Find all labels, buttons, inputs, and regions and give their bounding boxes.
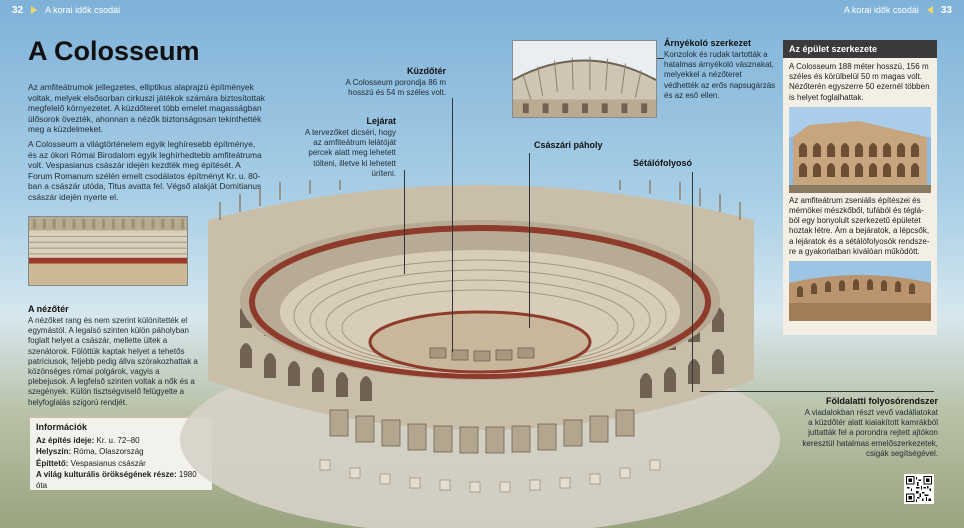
structure-sidebar: Az épület szerkezete A Colosseum 188 mét… (783, 40, 937, 335)
callout-heading: Földalatti folyosórendszer (825, 396, 938, 406)
page-number-left: 32 (12, 4, 24, 16)
info-label: Az építés ideje: (36, 436, 95, 446)
leader-line (654, 58, 664, 59)
info-value: Vespasianus császár (70, 458, 146, 468)
nezoter-section: A nézőtér A nézőket rang és nem szerint … (28, 304, 200, 408)
info-label: Helyszín: (36, 447, 72, 457)
page-header-right: A korai idők csodái 33 (844, 0, 952, 20)
callout-lejarat: Lejárat A tervezőket dicséri, hogy az am… (296, 116, 396, 179)
callout-text: A Colosseum porondja 86 m hosszú és 54 m… (345, 78, 447, 98)
callout-kuzdoter: Küzdőtér A Colosseum porondja 86 m hossz… (330, 66, 447, 98)
info-label: A világ kulturális örökségének része: (36, 469, 177, 479)
info-row: Helyszín: Róma, Olaszország (36, 446, 206, 457)
sidebar-heading: Az épület szerkezete (783, 40, 937, 58)
callout-setalofolyoso: Sétálófolyosó (633, 158, 692, 170)
colosseum-illustration (180, 180, 804, 528)
callout-text: A tervezőket dicséri, hogy az amfiteátru… (304, 128, 396, 178)
page-number-right: 33 (940, 4, 952, 16)
info-row: A világ kulturális örökségének része: 19… (36, 469, 206, 491)
callout-arnyekolo: Árnyékoló szerkezet Konzolok és rudak ta… (664, 38, 776, 101)
page-header-left: 32 A korai idők csodái (12, 0, 120, 20)
nezoter-text: A nézőket rang és nem szerint különített… (28, 316, 198, 407)
callout-csaszari-paholy: Császári páholy (534, 140, 603, 152)
section-title-right: A korai idők csodái (843, 5, 919, 15)
callout-foldalatti: Földalatti folyosórendszer A viadalokban… (800, 396, 938, 459)
info-row: Az építés ideje: Kr. u. 72–80 (36, 435, 206, 446)
callout-heading: Császári páholy (534, 140, 603, 150)
info-heading: Információk (36, 422, 88, 432)
sidebar-text-2: Az amfiteátrum zseniális építészei és mé… (789, 195, 930, 256)
leader-line (452, 98, 453, 352)
colosseum-ruin-photo (789, 106, 931, 193)
callout-text: A viadalokban részt vevő vadállatokat a … (802, 408, 938, 458)
intro-text: Az amfiteátrumok jellegzetes, elliptikus… (28, 82, 266, 207)
info-value: Róma, Olaszország (73, 447, 144, 457)
intro-paragraph-2: A Colosseum a világtörténelem egyik legh… (28, 138, 262, 202)
shade-structure-image (512, 40, 657, 118)
leader-line (529, 153, 530, 328)
info-label: Építtető: (36, 458, 69, 468)
info-value: Kr. u. 72–80 (96, 436, 140, 446)
info-value: 1980 óta (36, 469, 197, 491)
info-row: Építtető: Vespasianus császár (36, 458, 206, 469)
leader-line (404, 170, 405, 274)
callout-text: Konzolok és rudak tartották a hatalmas á… (664, 50, 776, 100)
leader-line (700, 391, 934, 392)
intro-paragraph-1: Az amfiteátrumok jellegzetes, elliptikus… (28, 82, 265, 135)
arrow-left-icon (926, 6, 933, 14)
leader-line (692, 172, 693, 392)
callout-heading: Lejárat (366, 116, 396, 126)
info-box: Információk Az építés ideje: Kr. u. 72–8… (30, 416, 212, 490)
arena-interior-image (28, 216, 188, 286)
qr-code-icon[interactable] (904, 474, 934, 504)
callout-heading: Árnyékoló szerkezet (664, 38, 752, 48)
nezoter-heading: A nézőtér (28, 304, 69, 314)
callout-heading: Sétálófolyosó (633, 158, 693, 168)
section-title-left: A korai idők csodái (45, 5, 121, 15)
page-title: A Colosseum (28, 36, 200, 66)
sidebar-text-1: A Colosseum 188 méter hosszú, 156 m szél… (789, 62, 930, 102)
arrow-right-icon (31, 6, 38, 14)
colosseum-interior-photo (789, 261, 931, 322)
callout-heading: Küzdőtér (407, 66, 446, 76)
